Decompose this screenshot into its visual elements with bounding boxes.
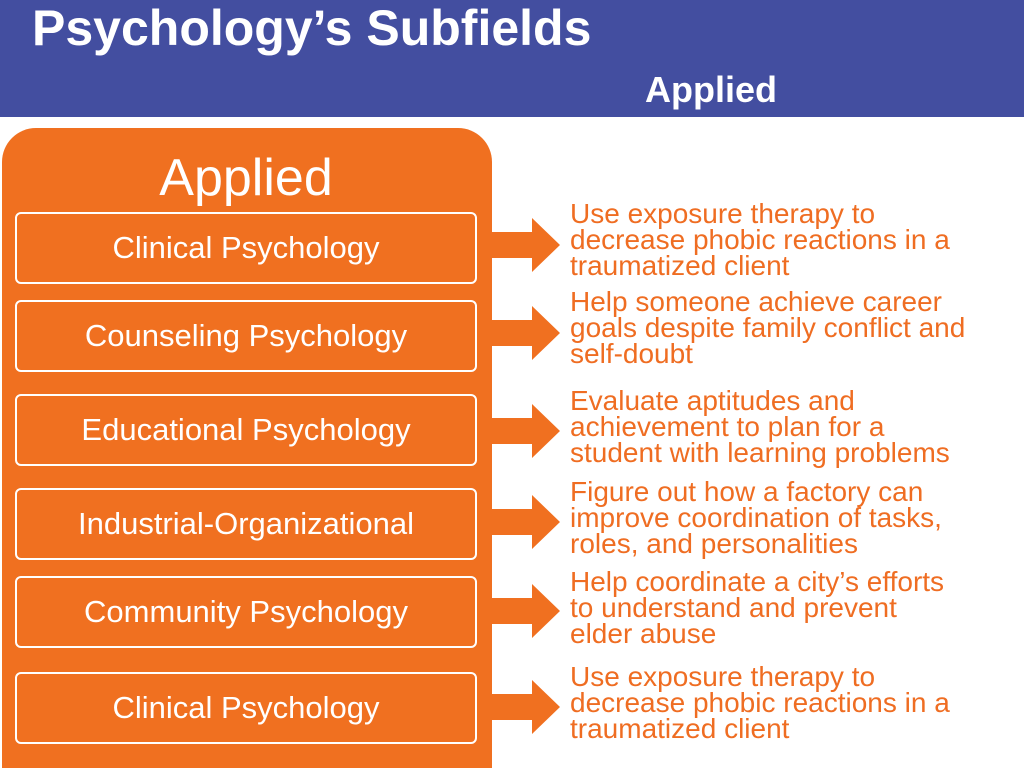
subfield-description: Use exposure therapy to decrease phobic …	[570, 198, 1020, 281]
subfield-description: Help coordinate a city’s efforts to unde…	[570, 566, 1020, 649]
arrow-right-icon	[488, 218, 560, 272]
description-line: decrease phobic reactions in a	[570, 687, 950, 718]
subfield-description: Use exposure therapy to decrease phobic …	[570, 661, 1020, 744]
arrow-right-icon	[488, 680, 560, 734]
description-line: Help someone achieve career	[570, 286, 942, 317]
description-line: improve coordination of tasks,	[570, 502, 942, 533]
description-line: to understand and prevent	[570, 592, 897, 623]
header-bar: Psychology’s Subfields Applied	[0, 0, 1024, 117]
arrow-right-icon	[488, 404, 560, 458]
description-line: traumatized client	[570, 250, 790, 281]
subfield-box-clinical[interactable]: Clinical Psychology	[15, 212, 477, 284]
description-line: decrease phobic reactions in a	[570, 224, 950, 255]
description-line: traumatized client	[570, 713, 790, 744]
description-line: Figure out how a factory can	[570, 476, 924, 507]
description-line: elder abuse	[570, 618, 717, 649]
description-line: Use exposure therapy to	[570, 661, 876, 692]
description-line: student with learning problems	[570, 437, 950, 468]
panel-title: Applied	[159, 149, 333, 207]
description-line: goals despite family conflict and	[570, 312, 966, 343]
subfield-box-counseling[interactable]: Counseling Psychology	[15, 300, 477, 372]
slide-title: Psychology’s Subfields	[32, 0, 592, 56]
arrow-right-icon	[488, 495, 560, 549]
description-line: Use exposure therapy to	[570, 198, 876, 229]
description-line: Help coordinate a city’s efforts	[570, 566, 945, 597]
description-line: roles, and personalities	[570, 528, 858, 559]
subfield-box-industrial-organizational[interactable]: Industrial-Organizational	[15, 488, 477, 560]
subfield-box-clinical-repeat[interactable]: Clinical Psychology	[15, 672, 477, 744]
arrow-right-icon	[488, 306, 560, 360]
arrow-right-icon	[488, 584, 560, 638]
subfield-description: Evaluate aptitudes and achievement to pl…	[570, 385, 1020, 468]
subfield-box-educational[interactable]: Educational Psychology	[15, 394, 477, 466]
description-line: achievement to plan for a	[570, 411, 885, 442]
slide-subtitle: Applied	[645, 69, 777, 110]
subfield-description: Help someone achieve career goals despit…	[570, 286, 1020, 369]
subfield-description: Figure out how a factory can improve coo…	[570, 476, 1020, 559]
description-line: Evaluate aptitudes and	[570, 385, 855, 416]
description-line: self-doubt	[570, 338, 693, 369]
subfield-box-community[interactable]: Community Psychology	[15, 576, 477, 648]
